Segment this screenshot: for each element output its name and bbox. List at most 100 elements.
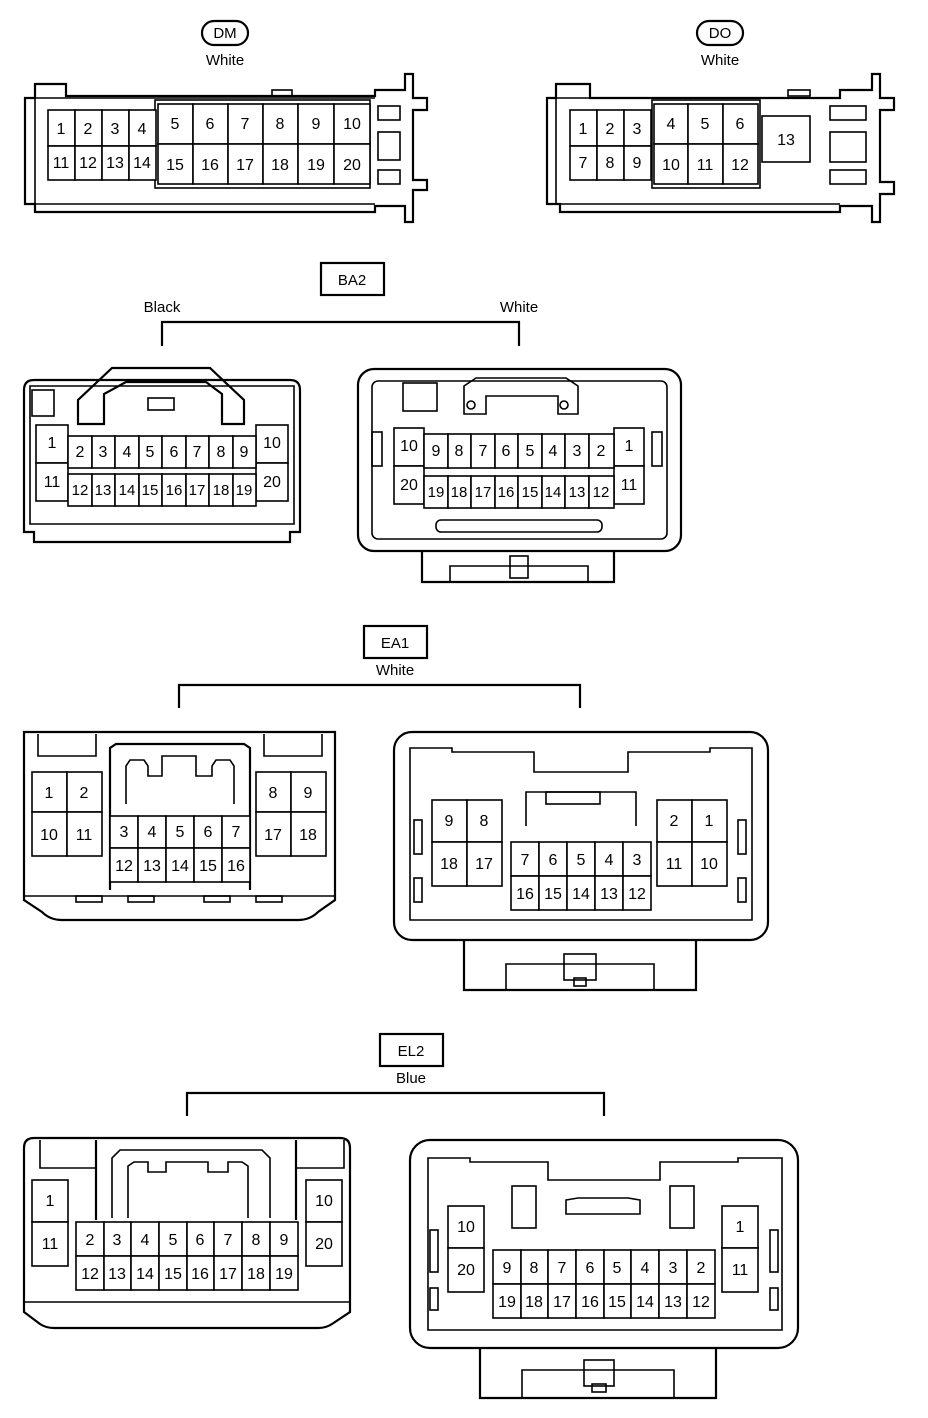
el2-pin: 3 <box>103 1221 132 1257</box>
el2-pin-label: 7 <box>224 1232 233 1249</box>
ea1-pin: 8 <box>466 799 503 843</box>
el2-pin-label: 4 <box>141 1232 150 1249</box>
do-pin: 2 <box>596 109 625 147</box>
ea1-pin-label: 1 <box>45 785 54 802</box>
el2-left-housing <box>22 1136 352 1330</box>
ea1-pin: 5 <box>165 815 195 849</box>
ea1-pin-label: 16 <box>516 886 534 903</box>
ea1-right-housing <box>392 730 770 992</box>
do-code: DO <box>709 25 732 42</box>
el2-pin: 14 <box>630 1283 660 1319</box>
do-pin-label: 9 <box>633 155 642 172</box>
dm-pin: 10 <box>333 103 371 145</box>
el2-pin-label: 20 <box>315 1236 333 1253</box>
do-pin-label: 3 <box>633 121 642 138</box>
ea1-pin-label: 18 <box>299 827 317 844</box>
ea1-pin-label: 1 <box>705 813 714 830</box>
ba2-pin: 15 <box>138 473 163 507</box>
ea1-code-box <box>362 624 429 660</box>
ea1-pin: 13 <box>137 847 167 883</box>
ba2-pin-label: 5 <box>526 443 535 460</box>
dm-pin-label: 11 <box>53 155 70 172</box>
do-pin: 7 <box>569 145 598 181</box>
ea1-pin-label: 9 <box>304 785 313 802</box>
ba2-pin: 15 <box>517 475 543 509</box>
ba2-pin: 2 <box>67 435 93 469</box>
el2-pin: 1 <box>721 1205 759 1249</box>
ba2-pin: 18 <box>208 473 234 507</box>
ea1-pin-label: 5 <box>176 824 185 841</box>
ea1-pin-label: 2 <box>670 813 679 830</box>
dm-pin-label: 10 <box>343 116 361 133</box>
do-pin: 3 <box>623 109 652 147</box>
ea1-pin-label: 6 <box>204 824 213 841</box>
ea1-pin: 9 <box>290 771 327 813</box>
ba2-pin-label: 6 <box>170 444 179 461</box>
dm-pin-label: 12 <box>79 155 97 172</box>
ea1-pin: 11 <box>656 841 693 887</box>
dm-pin: 15 <box>157 143 194 185</box>
el2-pin: 18 <box>241 1255 271 1291</box>
el2-pin: 14 <box>130 1255 160 1291</box>
ba2-pin-label: 10 <box>400 438 418 455</box>
dm-pin-label: 20 <box>343 157 361 174</box>
ba2-left-housing <box>22 366 302 544</box>
ba2-pin: 17 <box>470 475 496 509</box>
el2-pin: 3 <box>658 1249 688 1285</box>
el2-pair-bracket <box>185 1091 606 1116</box>
dm-pin-label: 14 <box>133 155 151 172</box>
el2-pin-label: 3 <box>669 1260 678 1277</box>
ba2-pin-label: 2 <box>76 444 85 461</box>
el2-pin-label: 9 <box>503 1260 512 1277</box>
ba2-pin: 5 <box>517 433 543 469</box>
do-pin-label: 1 <box>579 121 588 138</box>
ba2-pin: 1 <box>35 424 69 464</box>
el2-code-box <box>378 1032 445 1068</box>
ea1-pin-label: 3 <box>633 852 642 869</box>
ba2-pin: 14 <box>541 475 566 509</box>
ea1-pin: 10 <box>31 811 68 857</box>
ba2-pin-label: 6 <box>502 443 511 460</box>
el2-pin-label: 7 <box>558 1260 567 1277</box>
ea1-pin: 7 <box>510 841 540 877</box>
ea1-pin: 18 <box>431 841 468 887</box>
do-pin-label: 12 <box>731 157 749 174</box>
ea1-pin-label: 7 <box>232 824 241 841</box>
ba2-pin-label: 12 <box>72 482 89 499</box>
ba2-pin: 16 <box>161 473 187 507</box>
el2-pin: 4 <box>630 1249 660 1285</box>
el2-pin: 19 <box>492 1283 522 1319</box>
ea1-pin-label: 10 <box>700 856 718 873</box>
ba2-pin-label: 19 <box>236 482 253 499</box>
ba2-right-color: White <box>500 299 538 316</box>
ba2-pin: 16 <box>494 475 519 509</box>
ba2-pin: 20 <box>393 465 425 505</box>
do-pin: 1 <box>569 109 598 147</box>
do-pin-label: 10 <box>662 157 680 174</box>
dm-pin: 19 <box>297 143 335 185</box>
el2-pin: 12 <box>75 1255 105 1291</box>
ba2-pin-label: 13 <box>569 484 586 501</box>
do-pin: 13 <box>761 115 811 163</box>
dm-pin-label: 18 <box>271 157 289 174</box>
ea1-pin-label: 12 <box>628 886 646 903</box>
ea1-pin: 9 <box>431 799 468 843</box>
dm-pin-label: 1 <box>57 121 66 138</box>
ea1-pin-label: 15 <box>199 858 217 875</box>
dm-pin-label: 4 <box>138 121 147 138</box>
el2-pin-label: 3 <box>113 1232 122 1249</box>
ea1-pin-label: 7 <box>521 852 530 869</box>
el2-pin-label: 16 <box>581 1294 599 1311</box>
ea1-pin-label: 11 <box>76 827 93 844</box>
el2-pin: 15 <box>603 1283 632 1319</box>
el2-pin-label: 8 <box>252 1232 261 1249</box>
el2-pin: 6 <box>575 1249 605 1285</box>
dm-pin-label: 8 <box>276 116 285 133</box>
el2-pin: 2 <box>75 1221 105 1257</box>
el2-pin: 5 <box>158 1221 188 1257</box>
el2-pin: 20 <box>447 1247 485 1293</box>
ba2-pin: 11 <box>35 462 69 502</box>
el2-pin: 7 <box>213 1221 243 1257</box>
ba2-pin-label: 2 <box>597 443 606 460</box>
el2-pin: 4 <box>130 1221 160 1257</box>
